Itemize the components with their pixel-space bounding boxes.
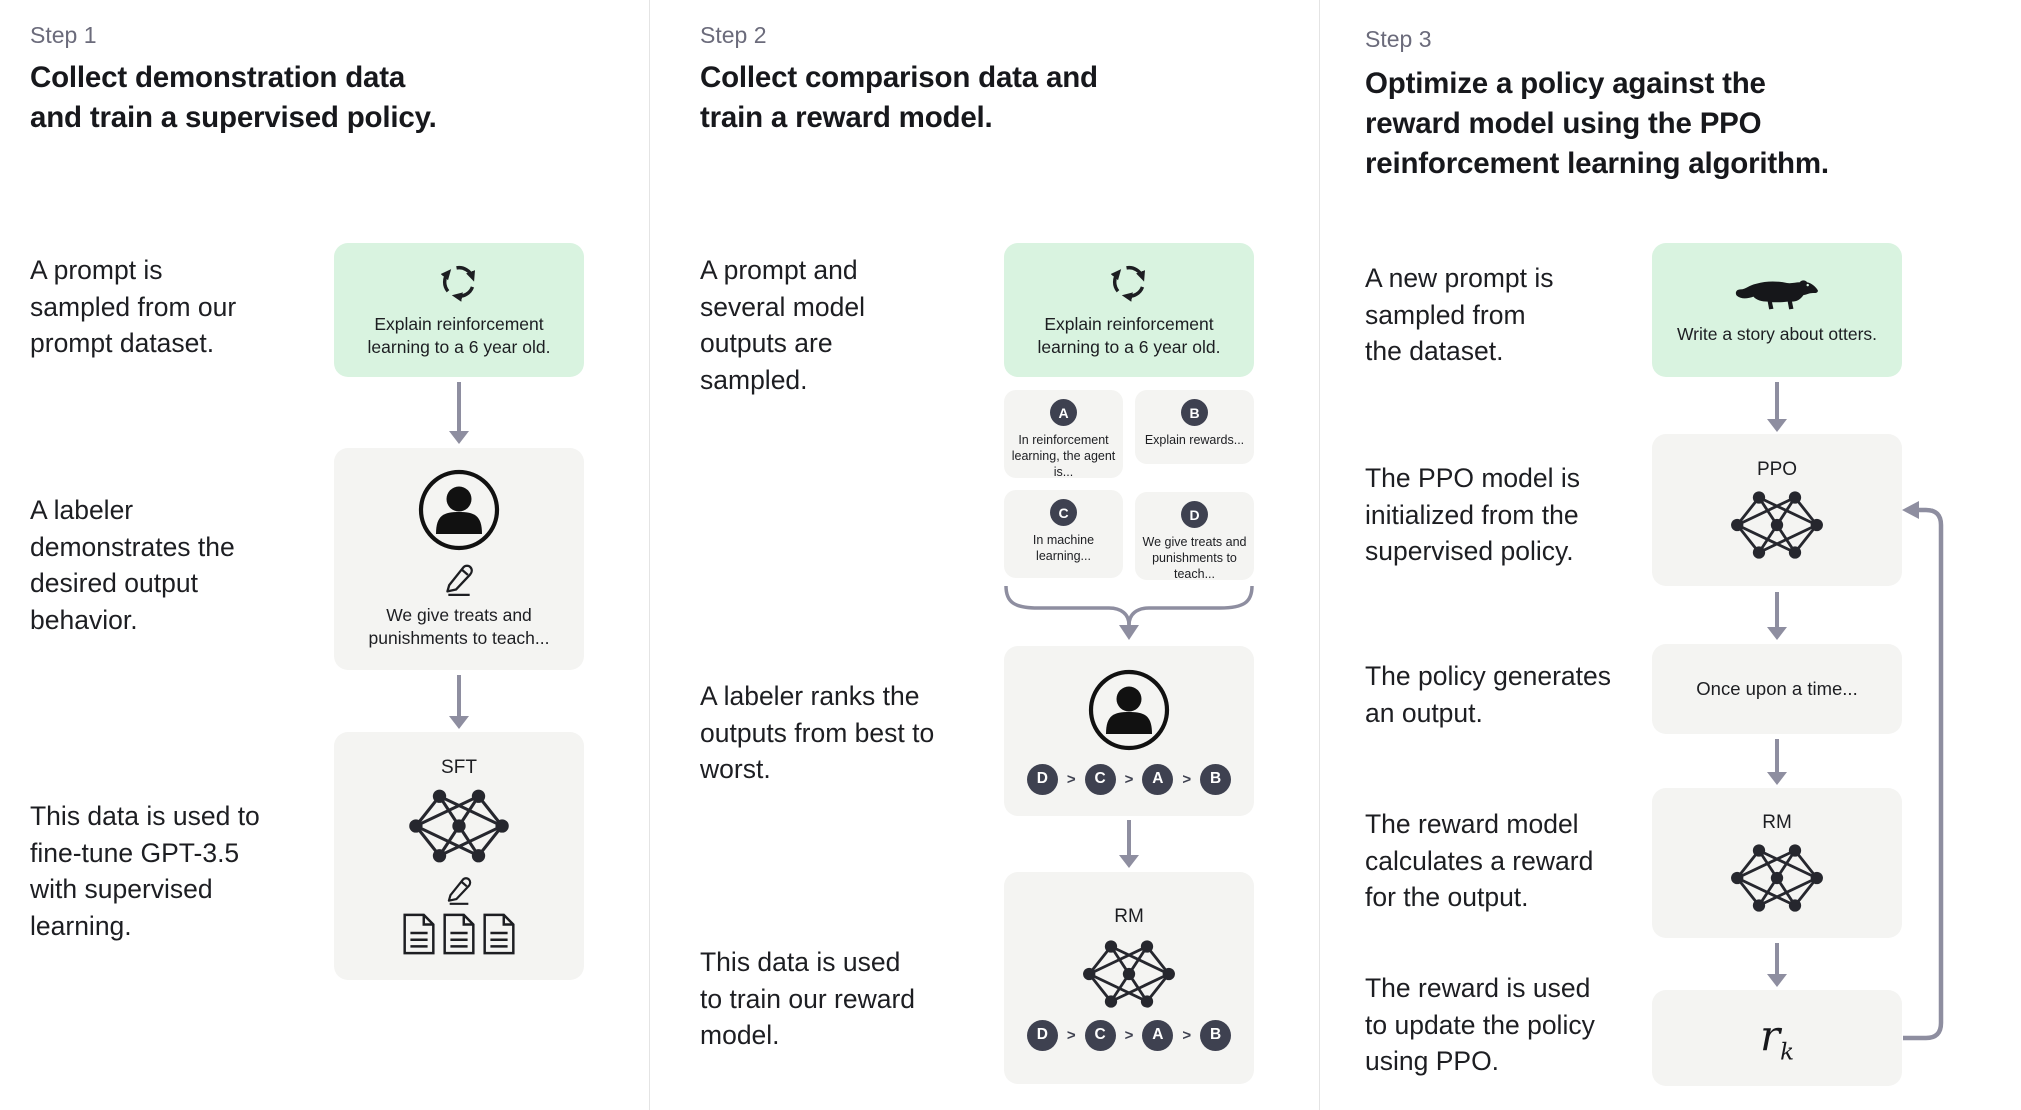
column-divider bbox=[1319, 0, 1320, 1110]
labeler-ranking-box: D > C > A > B bbox=[1004, 646, 1254, 816]
annotation-rm-calculates: The reward model calculates a reward for… bbox=[1365, 809, 1594, 913]
greater-than: > bbox=[1124, 1026, 1134, 1044]
pencil-icon bbox=[447, 877, 472, 905]
greater-than: > bbox=[1182, 770, 1192, 788]
step-1-heading: Collect demonstration data and train a s… bbox=[30, 58, 590, 138]
flow-arrow bbox=[1775, 382, 1779, 420]
step-3-heading: Optimize a policy against the reward mod… bbox=[1365, 64, 1985, 184]
flow-arrow bbox=[457, 675, 461, 717]
rank-sequence: D > C > A > B bbox=[1026, 1019, 1232, 1051]
reward-model-box: RM D > C > A > B bbox=[1004, 872, 1254, 1084]
annotation-finetune-gpt: This data is used to fine-tune GPT-3.5 w… bbox=[30, 801, 260, 941]
merge-brace-arrow bbox=[1004, 585, 1254, 640]
document-icon bbox=[443, 913, 475, 955]
rank-badge: A bbox=[1142, 1019, 1174, 1051]
step-2-heading: Collect comparison data and train a rewa… bbox=[700, 58, 1260, 138]
output-cell-c: C In machine learning... bbox=[1004, 490, 1123, 578]
otter-icon bbox=[1735, 280, 1818, 310]
prompt-box: Write a story about otters. bbox=[1652, 243, 1902, 377]
greater-than: > bbox=[1182, 1026, 1192, 1044]
prompt-text: Write a story about otters. bbox=[1676, 324, 1878, 345]
step-2-label: Step 2 bbox=[700, 22, 767, 48]
rank-badge: B bbox=[1200, 1019, 1232, 1051]
rank-badge: C bbox=[1084, 763, 1116, 795]
cycle-arrows-icon bbox=[1110, 265, 1146, 302]
output-badge: D bbox=[1181, 501, 1208, 528]
heading-line: reward model using the PPO bbox=[1365, 107, 1762, 141]
flow-arrow bbox=[1775, 592, 1779, 628]
output-badge: C bbox=[1050, 499, 1077, 526]
greater-than: > bbox=[1124, 770, 1134, 788]
rank-badge: D bbox=[1026, 763, 1058, 795]
rank-badge: A bbox=[1142, 763, 1174, 795]
flow-arrow bbox=[457, 382, 461, 432]
annotation-new-prompt: A new prompt is sampled from the dataset… bbox=[1365, 263, 1554, 367]
output-cell-d: D We give treats and punishments to teac… bbox=[1135, 492, 1254, 581]
prompt-box: Explain reinforcement learning to a 6 ye… bbox=[334, 243, 584, 377]
annotation-train-reward-model: This data is used to train our reward mo… bbox=[700, 947, 916, 1051]
model-label: RM bbox=[1114, 905, 1144, 927]
neural-network-icon bbox=[1731, 844, 1823, 912]
document-icon bbox=[403, 913, 435, 955]
annotation-labeler-ranks: A labeler ranks the outputs from best to… bbox=[700, 681, 935, 785]
neural-network-icon bbox=[1731, 491, 1823, 559]
output-text: In machine learning... bbox=[1032, 533, 1095, 563]
greater-than: > bbox=[1066, 770, 1076, 788]
person-icon bbox=[1088, 669, 1170, 750]
model-label: RM bbox=[1762, 812, 1792, 833]
heading-line: Collect demonstration data bbox=[30, 61, 406, 94]
neural-network-icon bbox=[1083, 939, 1175, 1008]
annotation-policy-output: The policy generates an output. bbox=[1365, 661, 1612, 728]
reward-symbol: rk bbox=[1759, 1010, 1794, 1066]
rank-badge: B bbox=[1200, 763, 1232, 795]
sft-model-box: SFT bbox=[334, 732, 584, 980]
person-icon bbox=[418, 469, 500, 551]
output-text: In reinforcement learning, the agent is.… bbox=[1011, 433, 1116, 479]
output-cell-b: B Explain rewards... bbox=[1135, 390, 1254, 464]
rank-badge: D bbox=[1026, 1019, 1058, 1051]
annotation-ppo-initialized: The PPO model is initialized from the su… bbox=[1365, 463, 1581, 567]
cycle-arrows-icon bbox=[440, 265, 476, 302]
output-text: We give treats and punishments to teach.… bbox=[1142, 535, 1247, 581]
annotation-prompt-sampled: A prompt is sampled from our prompt data… bbox=[30, 255, 237, 359]
model-label: PPO bbox=[1756, 459, 1798, 480]
annotation-outputs-sampled: A prompt and several model outputs are s… bbox=[700, 255, 865, 395]
heading-line: Collect comparison data and bbox=[700, 61, 1098, 94]
output-badge: B bbox=[1181, 399, 1208, 426]
column-divider bbox=[649, 0, 650, 1110]
output-text: Once upon a time... bbox=[1696, 677, 1858, 699]
policy-output-box: Once upon a time... bbox=[1652, 644, 1902, 734]
flow-arrow bbox=[1127, 820, 1131, 856]
prompt-text: Explain reinforcement learning to a 6 ye… bbox=[367, 313, 551, 357]
documents-icon bbox=[402, 913, 516, 955]
greater-than: > bbox=[1066, 1026, 1076, 1044]
output-text: Explain rewards... bbox=[1144, 433, 1245, 447]
demonstration-text: We give treats and punishments to teach.… bbox=[368, 604, 550, 648]
ppo-model-box: PPO bbox=[1652, 434, 1902, 586]
flow-arrow bbox=[1775, 739, 1779, 773]
document-icon bbox=[483, 913, 515, 955]
heading-line: and train a supervised policy. bbox=[30, 101, 437, 135]
step-3-label: Step 3 bbox=[1365, 26, 1432, 52]
output-cell-a: A In reinforcement learning, the agent i… bbox=[1004, 390, 1123, 479]
model-label: SFT bbox=[441, 757, 477, 778]
prompt-text: Explain reinforcement learning to a 6 ye… bbox=[1037, 313, 1221, 357]
heading-line: reinforcement learning algorithm. bbox=[1365, 147, 1829, 181]
pencil-icon bbox=[446, 564, 473, 596]
reward-model-box: RM bbox=[1652, 788, 1902, 938]
annotation-reward-updates-policy: The reward is used to update the policy … bbox=[1365, 973, 1595, 1077]
step-1-label: Step 1 bbox=[30, 22, 97, 48]
feedback-loop-arrow bbox=[1902, 501, 1944, 1041]
flow-arrow bbox=[1775, 943, 1779, 975]
heading-line: train a reward model. bbox=[700, 101, 993, 135]
prompt-box: Explain reinforcement learning to a 6 ye… bbox=[1004, 243, 1254, 377]
heading-line: Optimize a policy against the bbox=[1365, 67, 1766, 100]
neural-network-icon bbox=[409, 789, 509, 863]
reward-value-box: rk bbox=[1652, 990, 1902, 1086]
annotation-labeler-demonstrates: A labeler demonstrates the desired outpu… bbox=[30, 495, 235, 635]
rank-sequence: D > C > A > B bbox=[1026, 763, 1232, 795]
output-badge: A bbox=[1050, 399, 1077, 426]
labeler-box: We give treats and punishments to teach.… bbox=[334, 448, 584, 670]
rank-badge: C bbox=[1084, 1019, 1116, 1051]
